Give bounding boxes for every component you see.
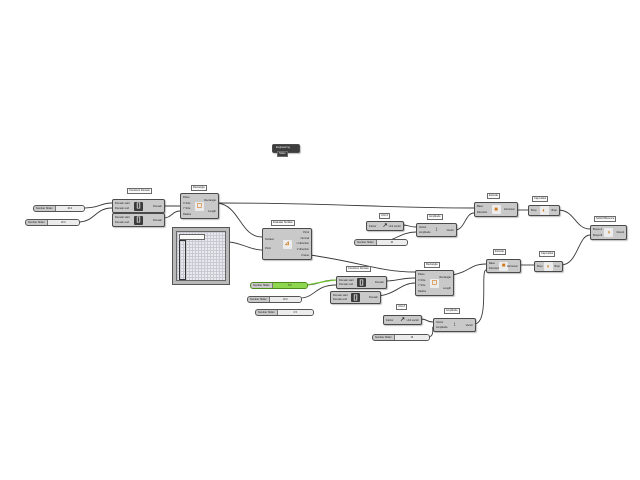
vector-z-icon: ↗	[399, 317, 406, 323]
amplitude-tag: Amplitude	[427, 214, 443, 220]
domain-icon: []	[351, 293, 360, 302]
domain-icon: []	[134, 215, 143, 225]
cap-holes-icon: ◐	[544, 262, 553, 271]
unit-z-tag: Unit Z	[396, 304, 407, 310]
wire	[216, 202, 263, 238]
cap-holes-icon: ◐	[539, 206, 549, 215]
wire	[82, 202, 113, 209]
amplitude-icon: ↕	[435, 227, 438, 233]
evaluate-surface-icon: ⊿	[282, 239, 292, 249]
engineering-label: Engineering	[276, 146, 290, 149]
rectangle-icon: ▢	[430, 278, 439, 288]
cap-holes-2-tag: Cap Holes	[539, 251, 556, 257]
number-slider[interactable]: Number Slider 18	[372, 334, 430, 341]
wire	[473, 269, 487, 325]
wire	[557, 209, 591, 230]
number-slider[interactable]: Number Slider 40	[354, 239, 408, 246]
amplitude-icon: ↕	[453, 322, 456, 328]
extrude-icon: ■	[491, 205, 501, 214]
wire	[454, 212, 475, 231]
unit-z-component[interactable]: Factor ↗ Unit vector	[383, 315, 422, 325]
wire	[299, 284, 337, 299]
rectangle-icon: ▢	[195, 201, 204, 211]
wire	[384, 277, 416, 282]
construct-domain-2-tag: Construct Domain	[346, 266, 371, 272]
extrude-2-tag: Extrude	[493, 249, 506, 255]
number-slider[interactable]: Number Slider 0.5	[255, 309, 314, 316]
unit-x-component[interactable]: Factor ↗ Unit vector	[366, 221, 404, 231]
engineering-sub-tag: Slider	[277, 151, 288, 157]
wire	[216, 202, 475, 209]
domain-icon: []	[357, 278, 366, 287]
extrude-tag: Extrude	[487, 193, 500, 199]
number-slider[interactable]: Number Slider 40.0	[33, 205, 85, 212]
wire	[451, 263, 487, 276]
graph-header	[179, 234, 205, 240]
solid-difference-icon: ◑	[604, 228, 613, 237]
wire	[560, 234, 591, 266]
number-slider[interactable]: Number Slider 18.0	[247, 296, 302, 303]
wire	[77, 207, 113, 223]
number-slider[interactable]: Number Slider 20.0	[25, 219, 80, 226]
amplitude-2-tag: Amplitude	[444, 308, 460, 314]
solid-difference-tag: Solid Difference	[594, 216, 617, 222]
domain-icon: []	[134, 201, 143, 211]
evaluate-surface-tag: Evaluate Surface	[271, 220, 295, 226]
selected-wire	[305, 279, 337, 286]
cap-holes-2-component[interactable]: Brep ◐ Brep	[534, 261, 563, 272]
cap-holes-tag: Cap Holes	[532, 196, 549, 202]
unit-x-tag: Unit X	[379, 213, 391, 219]
number-slider-selected[interactable]: Number Slider 5.0	[250, 282, 308, 289]
vector-x-icon: ↗	[382, 223, 388, 229]
rectangle-2-tag: Rectangle	[424, 262, 440, 268]
cap-holes-component[interactable]: Brep ◐ Brep	[528, 205, 560, 216]
wire	[227, 241, 263, 251]
extrude-icon: ■	[499, 261, 508, 271]
graph-curve	[179, 240, 186, 280]
construct-domain-tag: Construct Domain	[127, 188, 152, 194]
graph-mapper-panel[interactable]	[172, 227, 230, 285]
wire	[401, 224, 417, 228]
rectangle-tag: Rectangle	[191, 185, 207, 191]
wire	[162, 210, 181, 219]
